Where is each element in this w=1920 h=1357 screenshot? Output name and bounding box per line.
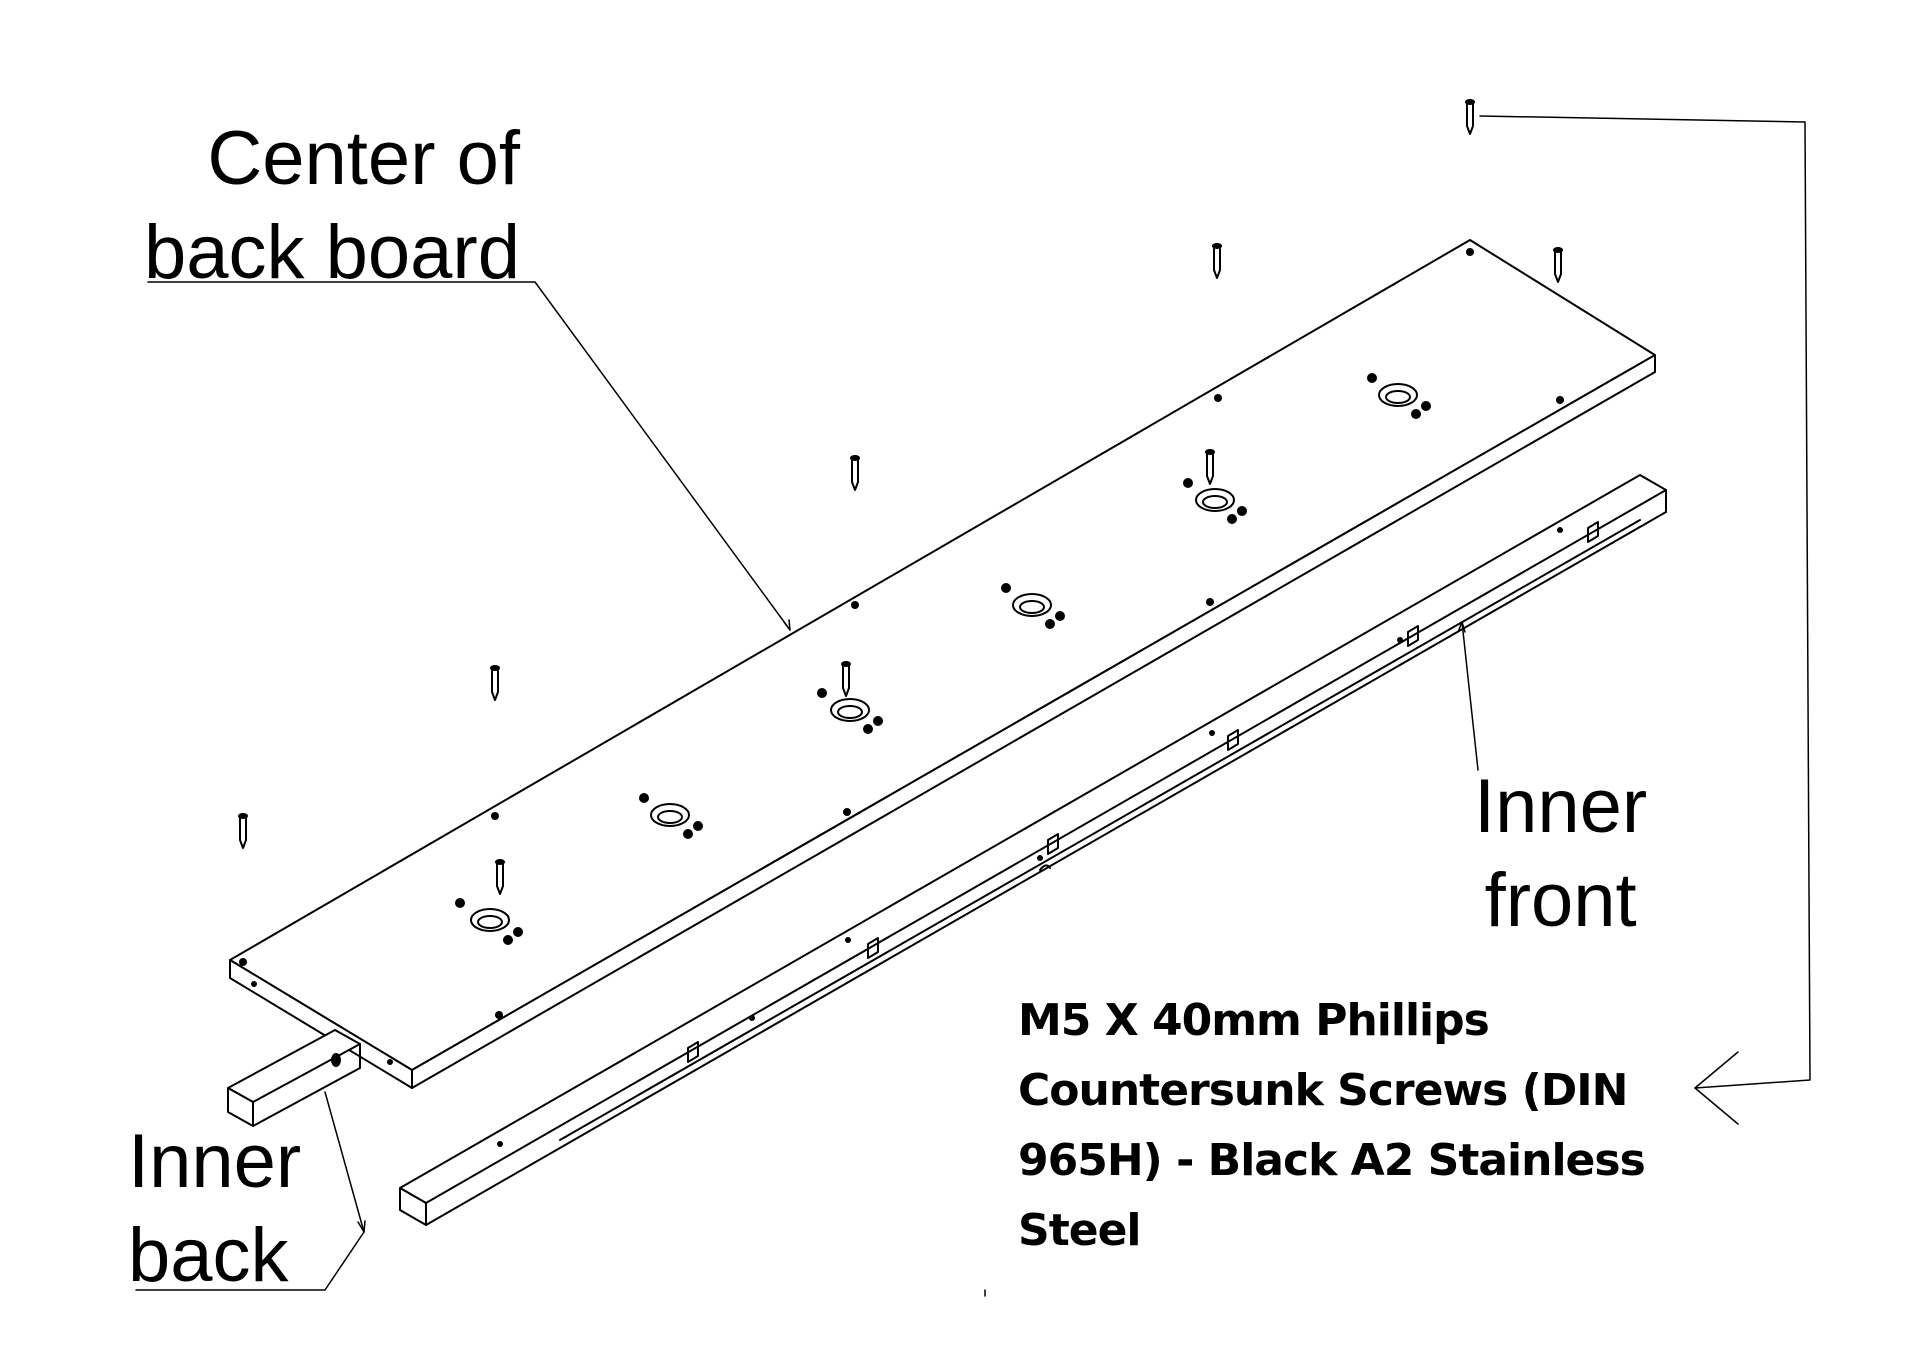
leader-center-of-back-board <box>147 281 791 631</box>
leader-inner-back-arrow <box>324 1091 365 1233</box>
label-screw-spec: M5 X 40mm Phillips Countersunk Screws (D… <box>1018 995 1646 1256</box>
screw <box>495 859 505 895</box>
back-board <box>229 239 1656 1089</box>
screws <box>238 99 1563 895</box>
screw <box>238 813 248 849</box>
leader-inner-front <box>1461 621 1479 771</box>
screw <box>1212 243 1222 279</box>
inner-back-rail <box>227 1029 361 1127</box>
screw <box>490 665 500 701</box>
label-center-of-back-board: Center of back board <box>143 116 520 295</box>
screw <box>850 455 860 491</box>
label-inner-front: Inner front <box>1474 764 1648 943</box>
leader-lines <box>135 115 1811 1297</box>
hole-group <box>639 793 703 839</box>
screw <box>1553 247 1563 283</box>
screw <box>841 661 851 697</box>
inner-front-rail <box>399 474 1667 1226</box>
hole-group <box>1183 478 1247 524</box>
countersunk-holes <box>455 373 1431 945</box>
board-edge-holes <box>239 248 1564 1147</box>
label-inner-back: Inner back <box>128 1119 302 1298</box>
screw <box>1205 449 1215 485</box>
hole-group <box>1367 373 1431 419</box>
leader-screw-spec <box>1479 115 1811 1089</box>
hole-group <box>1001 583 1065 629</box>
hole-group <box>455 898 523 945</box>
rail-slots <box>687 521 1599 1063</box>
hole-group <box>817 688 883 734</box>
leader-inner-back <box>135 1231 365 1291</box>
screw <box>1465 99 1475 135</box>
